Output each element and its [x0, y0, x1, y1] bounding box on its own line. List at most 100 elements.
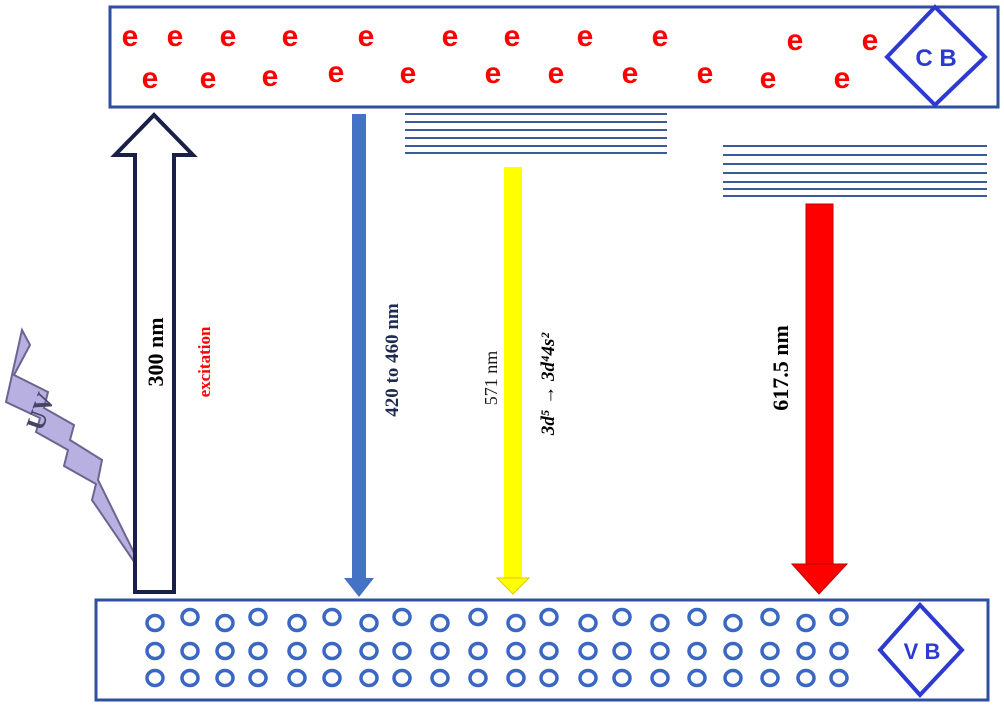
holes-group	[145, 607, 849, 688]
electron: e	[760, 62, 777, 95]
electron: e	[548, 57, 565, 90]
vb-label: V B	[904, 639, 941, 664]
hole	[322, 607, 342, 627]
cb-label: C B	[915, 45, 956, 72]
hole	[760, 641, 780, 661]
hole	[180, 607, 200, 627]
yellow-emission-arrow: 571 nm 3d⁵ → 3d⁴4s²	[481, 167, 559, 595]
hole	[180, 641, 200, 661]
yellow-wavelength-label: 571 nm	[481, 351, 501, 406]
uv-lightning-icon: UV	[4, 327, 151, 586]
electron: e	[652, 20, 669, 53]
blue-wavelength-label: 420 to 460 nm	[382, 303, 403, 417]
hole	[215, 613, 235, 633]
hole	[723, 641, 743, 661]
electron: e	[622, 57, 639, 90]
hole	[215, 641, 235, 661]
hole	[723, 668, 743, 688]
hole	[145, 641, 165, 661]
hole	[578, 668, 598, 688]
hole	[687, 607, 707, 627]
hole	[506, 613, 526, 633]
conduction-band-box	[108, 5, 1000, 109]
hole	[506, 668, 526, 688]
electron: e	[400, 57, 417, 90]
yellow-configuration-label: 3d⁵ → 3d⁴4s²	[538, 332, 559, 437]
hole	[248, 668, 268, 688]
hole	[796, 613, 816, 633]
hole	[829, 641, 849, 661]
electron: e	[122, 20, 139, 53]
hole	[612, 641, 632, 661]
hole	[287, 668, 307, 688]
hole	[578, 641, 598, 661]
hole	[248, 607, 268, 627]
hole	[796, 641, 816, 661]
hole	[829, 668, 849, 688]
electron: e	[220, 20, 237, 53]
blue-emission-arrow: 420 to 460 nm	[344, 114, 403, 597]
hole	[322, 668, 342, 688]
hole	[392, 641, 412, 661]
hole	[359, 668, 379, 688]
hole	[392, 668, 412, 688]
hole	[687, 668, 707, 688]
hole	[248, 641, 268, 661]
excitation-arrow: 300 nm excitation	[110, 112, 214, 594]
hole	[359, 613, 379, 633]
hole	[578, 613, 598, 633]
hole	[322, 641, 342, 661]
electron: e	[358, 20, 375, 53]
hole	[612, 607, 632, 627]
hole	[287, 641, 307, 661]
hole	[796, 668, 816, 688]
hole	[468, 668, 488, 688]
hole	[650, 668, 670, 688]
electron: e	[262, 60, 279, 93]
hole	[612, 668, 632, 688]
hole	[468, 641, 488, 661]
hole	[760, 607, 780, 627]
hole	[359, 641, 379, 661]
electron: e	[142, 62, 159, 95]
hole	[430, 641, 450, 661]
electron: e	[442, 20, 459, 53]
hole	[287, 613, 307, 633]
hole	[392, 607, 412, 627]
electron: e	[787, 24, 804, 57]
hole	[506, 641, 526, 661]
electron: e	[167, 20, 184, 53]
hole	[430, 668, 450, 688]
electron: e	[282, 20, 299, 53]
hole	[687, 641, 707, 661]
red-emission-arrow: 617.5 nm	[768, 203, 849, 595]
electron: e	[200, 62, 217, 95]
hole	[539, 668, 559, 688]
electron: e	[328, 56, 345, 89]
hole	[430, 613, 450, 633]
hole	[539, 607, 559, 627]
hole	[145, 613, 165, 633]
electron: e	[862, 24, 879, 57]
excitation-wavelength-label: 300 nm	[143, 317, 168, 386]
hole	[829, 607, 849, 627]
cb-diamond	[884, 4, 988, 108]
hole	[723, 613, 743, 633]
hole	[650, 613, 670, 633]
hole	[180, 668, 200, 688]
electron: e	[834, 62, 851, 95]
electron: e	[697, 57, 714, 90]
electron: e	[504, 20, 521, 53]
excitation-label: excitation	[195, 326, 214, 397]
vb-diamond	[877, 602, 965, 698]
valence-band: V B	[94, 598, 990, 702]
trap-levels-right	[723, 145, 987, 197]
hole	[539, 641, 559, 661]
red-wavelength-label: 617.5 nm	[768, 325, 793, 411]
hole	[468, 607, 488, 627]
electron: e	[485, 57, 502, 90]
